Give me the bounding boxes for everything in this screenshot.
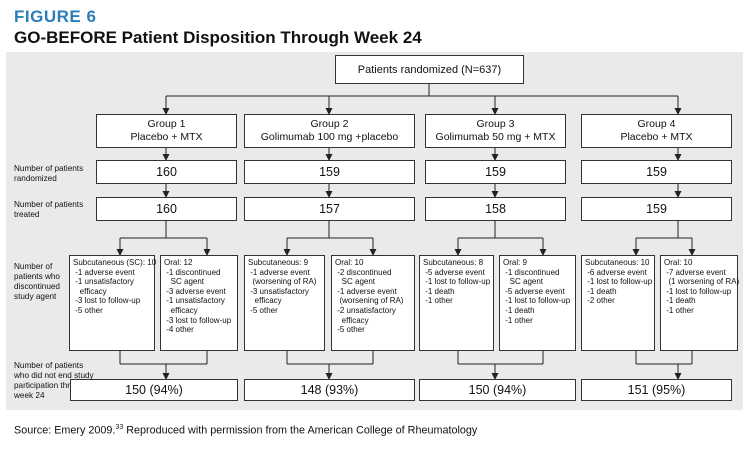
- subcutaneous-discontinued-box: Subcutaneous (SC): 10 -1 adverse event -…: [69, 255, 156, 351]
- completed-box: 151 (95%): [581, 379, 732, 401]
- treated-count-box: 160: [96, 197, 237, 221]
- oral-discontinued-box: Oral: 12 -1 discontinued SC agent -3 adv…: [160, 255, 238, 351]
- figure-label: FIGURE 6: [14, 7, 97, 26]
- source-note: Source: Emery 2009.33 Reproduced with pe…: [14, 424, 477, 437]
- subcutaneous-discontinued-box: Subcutaneous: 10 -6 adverse event -1 los…: [581, 255, 655, 351]
- source-ref: 33: [115, 424, 124, 431]
- row-label-randomized: Number of patients randomized: [14, 164, 84, 183]
- subcutaneous-discontinued-box: Subcutaneous: 9 -1 adverse event (worsen…: [244, 255, 325, 351]
- group-box: Group 3 Golimumab 50 mg + MTX: [425, 114, 566, 148]
- row-label-discontinued: Number of patients who discontinued stud…: [14, 262, 60, 301]
- group-name: Group 4: [637, 117, 676, 130]
- group-name: Group 1: [147, 117, 186, 130]
- group-treatment: Golimumab 50 mg + MTX: [435, 131, 556, 143]
- figure-title: GO-BEFORE Patient Disposition Through We…: [14, 28, 422, 47]
- source-suffix: Reproduced with permission from the Amer…: [123, 424, 478, 437]
- randomized-count-box: 159: [244, 160, 415, 184]
- group-treatment: Placebo + MTX: [130, 131, 203, 143]
- group-box: Group 4 Placebo + MTX: [581, 114, 732, 148]
- treated-count-box: 157: [244, 197, 415, 221]
- source-prefix: Source: Emery 2009.: [14, 424, 116, 437]
- treated-count-box: 158: [425, 197, 566, 221]
- treated-count-box: 159: [581, 197, 732, 221]
- group-treatment: Placebo + MTX: [620, 131, 693, 143]
- completed-box: 148 (93%): [244, 379, 415, 401]
- completed-box: 150 (94%): [419, 379, 576, 401]
- completed-box: 150 (94%): [70, 379, 238, 401]
- randomized-total-box: Patients randomized (N=637): [335, 55, 524, 84]
- oral-discontinued-box: Oral: 10 -2 discontinued SC agent -1 adv…: [331, 255, 415, 351]
- oral-discontinued-box: Oral: 9 -1 discontinued SC agent -5 adve…: [499, 255, 576, 351]
- group-box: Group 1 Placebo + MTX: [96, 114, 237, 148]
- randomized-count-box: 159: [581, 160, 732, 184]
- group-name: Group 3: [476, 117, 515, 130]
- oral-discontinued-box: Oral: 10 -7 adverse event (1 worsening o…: [660, 255, 739, 351]
- group-treatment: Golimumab 100 mg +placebo: [260, 131, 399, 143]
- row-label-treated: Number of patients treated: [14, 200, 84, 219]
- subcutaneous-discontinued-box: Subcutaneous: 8 -5 adverse event -1 lost…: [419, 255, 494, 351]
- randomized-count-box: 159: [425, 160, 566, 184]
- group-box: Group 2 Golimumab 100 mg +placebo: [244, 114, 415, 148]
- randomized-count-box: 160: [96, 160, 237, 184]
- group-name: Group 2: [310, 117, 349, 130]
